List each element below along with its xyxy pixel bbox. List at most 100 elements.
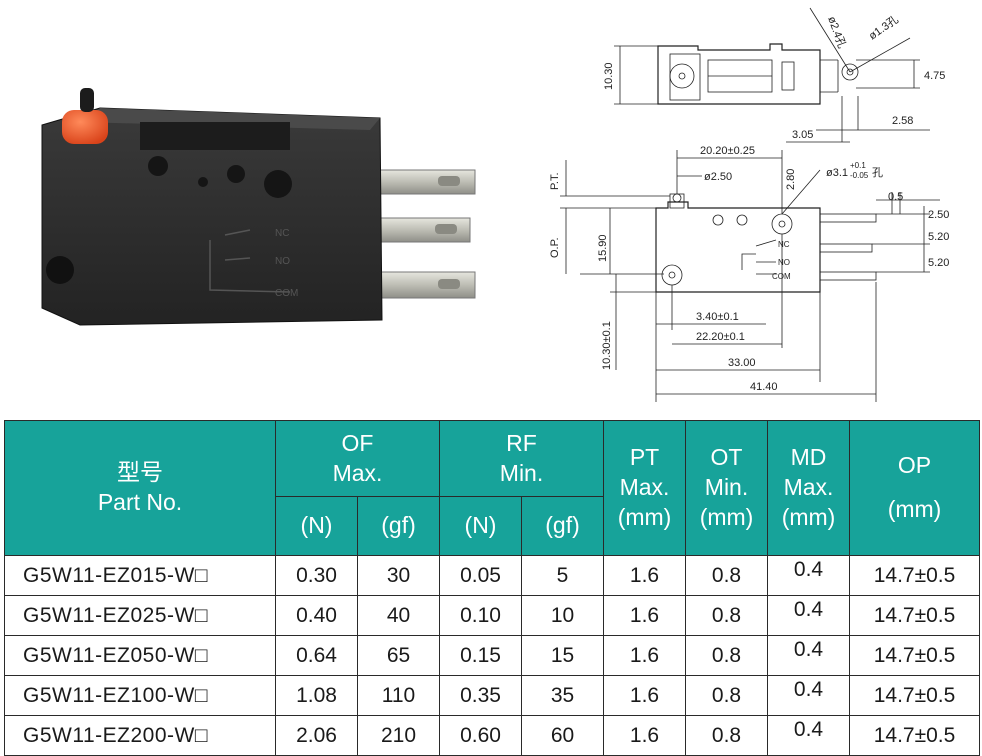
- terminal-top: [379, 169, 476, 195]
- cell-of-n: 2.06: [275, 715, 358, 756]
- header-op: OP (mm): [849, 420, 981, 556]
- header-op-line1: OP: [897, 452, 932, 479]
- dim-w-22-20: 22.20±0.1: [696, 331, 745, 343]
- header-of-line1: OF: [341, 429, 374, 456]
- dim-d-2-4-hole: ø2.4孔: [825, 15, 849, 50]
- cell-pt: 1.6: [603, 715, 687, 756]
- dim-d-2-50: ø2.50: [704, 171, 732, 183]
- side-view: NC NO COM P.T. O.P. 15.90 10.30±0.1 20.2…: [549, 145, 949, 402]
- header-md-line2: Max.: [783, 474, 834, 501]
- cell-md-value: 0.4: [793, 557, 824, 581]
- table-row: G5W11-EZ015-W□ 0.30 30 0.05 5 1.6 0.8 0.…: [4, 555, 981, 596]
- cell-op: 14.7±0.5: [849, 635, 981, 676]
- cell-rf-gf: 10: [520, 595, 605, 636]
- header-of-n: (N): [275, 496, 358, 556]
- cell-of-n: 1.08: [275, 675, 358, 716]
- terminal-middle: [379, 217, 471, 243]
- cell-of-gf: 65: [357, 635, 440, 676]
- dim-d-3-1-suffix: 孔: [872, 166, 883, 179]
- header-pt-unit: (mm): [617, 503, 672, 530]
- dim-w-41-40: 41.40: [750, 381, 778, 393]
- cell-of-n: 0.64: [275, 635, 358, 676]
- cell-md-value: 0.4: [793, 677, 824, 701]
- terminal-bottom: [379, 271, 476, 299]
- dim-h-5-20-a: 5.20: [928, 231, 949, 243]
- table-header-row-2: (N) (gf) (N) (gf): [5, 496, 980, 556]
- dim-h-5-20-b: 5.20: [928, 257, 949, 269]
- header-ot: OT Min. (mm): [685, 420, 769, 556]
- table-row: G5W11-EZ050-W□ 0.64 65 0.15 15 1.6 0.8 0…: [4, 635, 981, 676]
- cell-rf-n: 0.60: [439, 715, 522, 756]
- dim-w-3-05: 3.05: [792, 129, 813, 141]
- cell-pt: 1.6: [603, 635, 687, 676]
- cell-md: 0.4: [767, 675, 851, 716]
- cell-op: 14.7±0.5: [849, 555, 981, 596]
- cell-ot: 0.8: [685, 715, 769, 756]
- dimension-drawing: 10.30 ø2.4孔 ø1.3孔 4.75 2.58 3.05 NC NO C…: [549, 7, 949, 402]
- table-row: G5W11-EZ200-W□ 2.06 210 0.60 60 1.6 0.8 …: [4, 715, 981, 756]
- header-rf-line1: RF: [506, 429, 537, 456]
- cell-part: G5W11-EZ025-W□: [4, 595, 276, 636]
- dim-w-0-5: 0.5: [888, 191, 903, 203]
- header-rf-gf: (gf): [520, 496, 605, 556]
- header-part-en: Part No.: [97, 489, 183, 515]
- cell-of-n: 0.30: [275, 555, 358, 596]
- cell-rf-n: 0.10: [439, 595, 522, 636]
- spec-table: 型号 Part No. OF Max. RF Min. PT Max. (mm)…: [4, 420, 981, 756]
- top-view: 10.30 ø2.4孔 ø1.3孔 4.75 2.58 3.05: [603, 7, 945, 143]
- cell-op: 14.7±0.5: [849, 595, 981, 636]
- cell-rf-gf: 15: [520, 635, 605, 676]
- cell-md: 0.4: [767, 555, 851, 596]
- cell-of-gf: 30: [357, 555, 440, 596]
- header-pt: PT Max. (mm): [603, 420, 687, 556]
- header-rf: RF Min.: [438, 420, 605, 497]
- header-md-unit: (mm): [781, 503, 836, 530]
- dim-w-20-20: 20.20±0.25: [700, 145, 755, 157]
- dim-d-3-1-hole: ø3.1: [826, 167, 848, 179]
- cell-part: G5W11-EZ100-W□: [4, 675, 276, 716]
- dim-h-10-30-side: 10.30±0.1: [601, 321, 613, 370]
- cell-rf-n: 0.35: [439, 675, 522, 716]
- cell-md-value: 0.4: [793, 717, 824, 741]
- cell-part: G5W11-EZ050-W□: [4, 635, 276, 676]
- cell-part: G5W11-EZ015-W□: [4, 555, 276, 596]
- cell-of-gf: 110: [357, 675, 440, 716]
- cell-rf-n: 0.05: [439, 555, 522, 596]
- photo-label-com: COM: [275, 288, 298, 299]
- switch-body: NC NO COM: [41, 107, 383, 326]
- table-row: G5W11-EZ025-W□ 0.40 40 0.10 10 1.6 0.8 0…: [4, 595, 981, 636]
- cell-pt: 1.6: [603, 595, 687, 636]
- term-com: COM: [772, 272, 791, 281]
- dim-h-4-75: 4.75: [924, 70, 945, 82]
- header-pt-line2: Max.: [619, 474, 670, 501]
- dim-h-2-50: 2.50: [928, 209, 949, 221]
- cell-pt: 1.6: [603, 555, 687, 596]
- cell-ot: 0.8: [685, 595, 769, 636]
- header-md: MD Max. (mm): [767, 420, 851, 556]
- cell-op: 14.7±0.5: [849, 715, 981, 756]
- label-op: O.P.: [549, 237, 561, 258]
- cell-pt: 1.6: [603, 675, 687, 716]
- cell-rf-gf: 60: [520, 715, 605, 756]
- cell-ot: 0.8: [685, 675, 769, 716]
- dim-w-3-40: 3.40±0.1: [696, 311, 739, 323]
- cell-md-value: 0.4: [793, 637, 824, 661]
- cell-md: 0.4: [767, 635, 851, 676]
- cell-op: 14.7±0.5: [849, 675, 981, 716]
- dim-d-1-3-hole: ø1.3孔: [866, 13, 901, 43]
- dim-h-10-30-top: 10.30: [603, 62, 615, 90]
- switch-photo: NC NO COM: [41, 88, 476, 326]
- cell-of-gf: 210: [357, 715, 440, 756]
- cell-of-gf: 40: [357, 595, 440, 636]
- cell-md: 0.4: [767, 715, 851, 756]
- header-ot-unit: (mm): [699, 503, 754, 530]
- dim-d-3-1-tol-upper: +0.1: [850, 161, 866, 170]
- header-part-no: 型号 Part No.: [4, 420, 276, 556]
- header-of: OF Max.: [275, 420, 440, 497]
- cell-md-value: 0.4: [793, 597, 824, 621]
- photo-label-no: NO: [275, 256, 290, 267]
- header-pt-line1: PT: [629, 444, 660, 471]
- header-md-line1: MD: [790, 444, 827, 471]
- term-no: NO: [778, 258, 790, 267]
- header-of-line2: Max.: [332, 459, 383, 486]
